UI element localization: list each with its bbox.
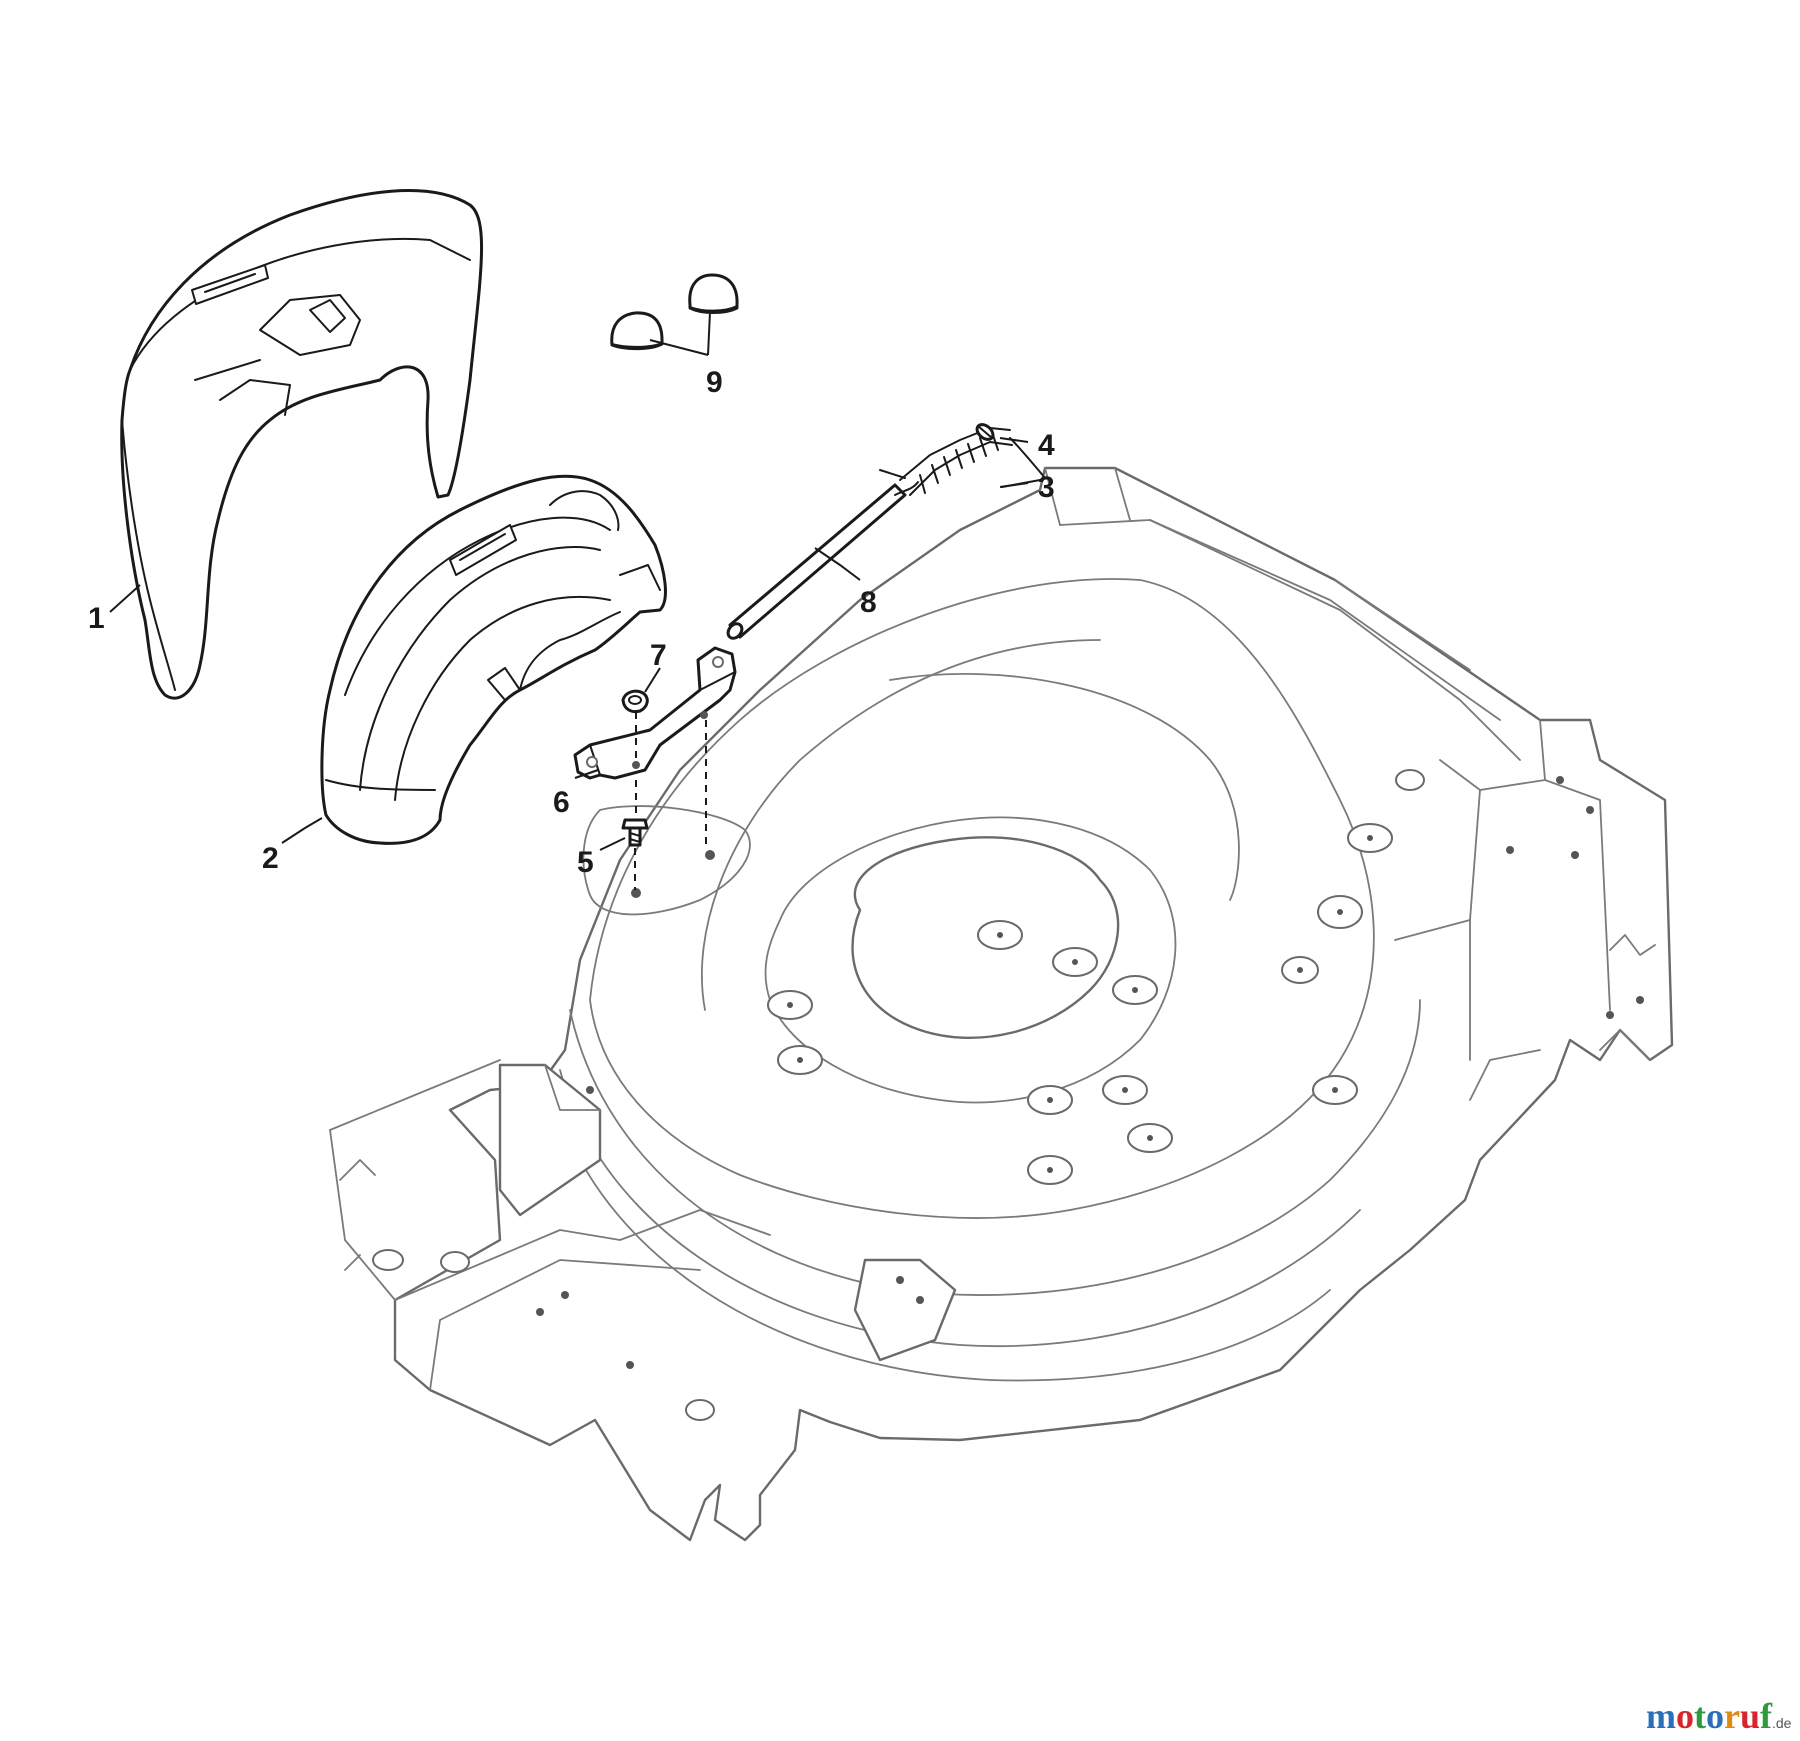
- part-8-rod: [726, 483, 907, 640]
- part-2-hood: [320, 474, 667, 845]
- callout-1: 1: [88, 602, 105, 635]
- callout-2: 2: [262, 842, 279, 875]
- svg-text:motoruf: motoruf: [1646, 1696, 1773, 1736]
- motor-mount-bosses: [767, 920, 1173, 1185]
- callout-6: 6: [553, 786, 570, 819]
- logo-letter-f: f: [1760, 1696, 1773, 1736]
- part-7-nut: [621, 689, 649, 714]
- logo-letter-r: r: [1724, 1696, 1740, 1736]
- logo-letter-t: t: [1694, 1696, 1706, 1736]
- callout-4: 4: [1038, 429, 1055, 462]
- logo-tld: .de: [1772, 1715, 1792, 1731]
- leader-lines: [109, 311, 1029, 851]
- logo-letter-o2: o: [1706, 1696, 1724, 1736]
- part-5-screw: [621, 818, 649, 847]
- side-bosses: [1281, 769, 1425, 1105]
- part-6-bracket: [573, 646, 737, 780]
- callouts: 1 2 3 4 5 6 7 8 9: [88, 366, 1055, 879]
- assembly-lines: [634, 712, 707, 890]
- mower-deck: [329, 466, 1674, 1542]
- motoruf-logo: motoruf .de: [1646, 1696, 1792, 1736]
- part-9-caps: [610, 273, 739, 351]
- callout-8: 8: [860, 586, 877, 619]
- logo-letter-o: o: [1676, 1696, 1694, 1736]
- part-4-clip: [975, 423, 995, 441]
- callout-7: 7: [650, 639, 667, 672]
- callout-9: 9: [706, 366, 723, 399]
- part-1-rear-flap: [120, 189, 484, 700]
- logo-letter-u: u: [1740, 1696, 1760, 1736]
- callout-3: 3: [1038, 471, 1055, 504]
- callout-5: 5: [577, 846, 594, 879]
- logo-letter-m: m: [1646, 1696, 1676, 1736]
